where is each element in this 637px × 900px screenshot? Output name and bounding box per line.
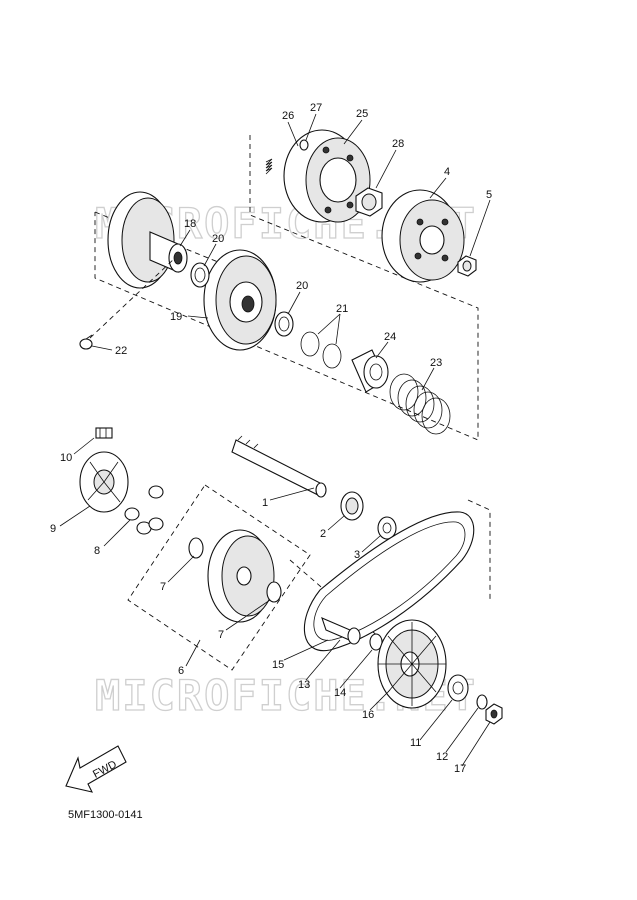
- callout-7-right: 7: [218, 629, 224, 641]
- roller-weight-part: [124, 485, 164, 535]
- leader-lines: [59, 113, 491, 767]
- ramp-plate-part: [79, 451, 129, 513]
- pin-axis-line: [89, 257, 176, 339]
- callout-24: 24: [384, 331, 396, 343]
- primary-shaft-part: [231, 435, 327, 498]
- oil-seal-part: [190, 262, 294, 337]
- sheave-collar-part: [321, 617, 361, 645]
- callout-20-upper: 20: [212, 233, 224, 245]
- callout-6: 6: [178, 665, 184, 677]
- belt-bracket-outline: [467, 499, 491, 600]
- clutch-spring-part: [265, 158, 273, 175]
- callout-23: 23: [430, 357, 442, 369]
- bearing-part: [340, 491, 364, 521]
- fixed-sheave-part: [107, 191, 188, 289]
- callout-12: 12: [436, 751, 448, 763]
- callout-22: 22: [115, 345, 127, 357]
- callout-27: 27: [310, 102, 322, 114]
- callout-25: 25: [356, 108, 368, 120]
- callout-18: 18: [184, 218, 196, 230]
- forward-arrow-icon: FWD: [65, 745, 127, 793]
- callout-labels: 26 27 25 28 4 5 18 20 20 19 21 24 23 22 …: [50, 102, 492, 775]
- diagram-code: 5MF1300-0141: [68, 809, 143, 821]
- guide-collar-part: [351, 349, 389, 393]
- callout-4: 4: [444, 166, 450, 178]
- guide-pin-part: [79, 334, 93, 350]
- clip-part: [299, 139, 309, 151]
- primary-group-outline: [127, 484, 311, 671]
- callout-15: 15: [272, 659, 284, 671]
- sliding-sheave-part: [203, 249, 277, 351]
- callout-17: 17: [454, 763, 466, 775]
- collar-part: [188, 537, 282, 603]
- callout-10: 10: [60, 452, 72, 464]
- slider-part: [95, 427, 113, 439]
- callout-3: 3: [354, 549, 360, 561]
- washer-part: [377, 516, 397, 540]
- primary-nut-part: [485, 703, 503, 725]
- callout-9: 9: [50, 523, 56, 535]
- o-ring-part: [300, 331, 342, 369]
- callout-2: 2: [320, 528, 326, 540]
- clutch-housing-part: [381, 189, 465, 283]
- callout-8: 8: [94, 545, 100, 557]
- primary-sliding-sheave-part: [207, 529, 275, 623]
- clutch-nut-part: [355, 187, 383, 217]
- callout-19: 19: [170, 311, 182, 323]
- callout-7-left: 7: [160, 581, 166, 593]
- plain-washer-part: [447, 674, 469, 702]
- housing-nut-part: [457, 255, 477, 277]
- primary-fixed-sheave-part: [377, 619, 447, 709]
- callout-13: 13: [298, 679, 310, 691]
- callout-20-lower: 20: [296, 280, 308, 292]
- compression-spring-part: [389, 373, 451, 435]
- clutch-carrier-part: [283, 129, 371, 223]
- callout-26: 26: [282, 110, 294, 122]
- callout-5: 5: [486, 189, 492, 201]
- callout-28: 28: [392, 138, 404, 150]
- callout-14: 14: [334, 687, 346, 699]
- callout-1: 1: [262, 497, 268, 509]
- spring-washer-part: [476, 694, 488, 710]
- callout-21: 21: [336, 303, 348, 315]
- callout-11: 11: [410, 737, 421, 749]
- callout-16: 16: [362, 709, 374, 721]
- v-belt-part: [303, 511, 475, 652]
